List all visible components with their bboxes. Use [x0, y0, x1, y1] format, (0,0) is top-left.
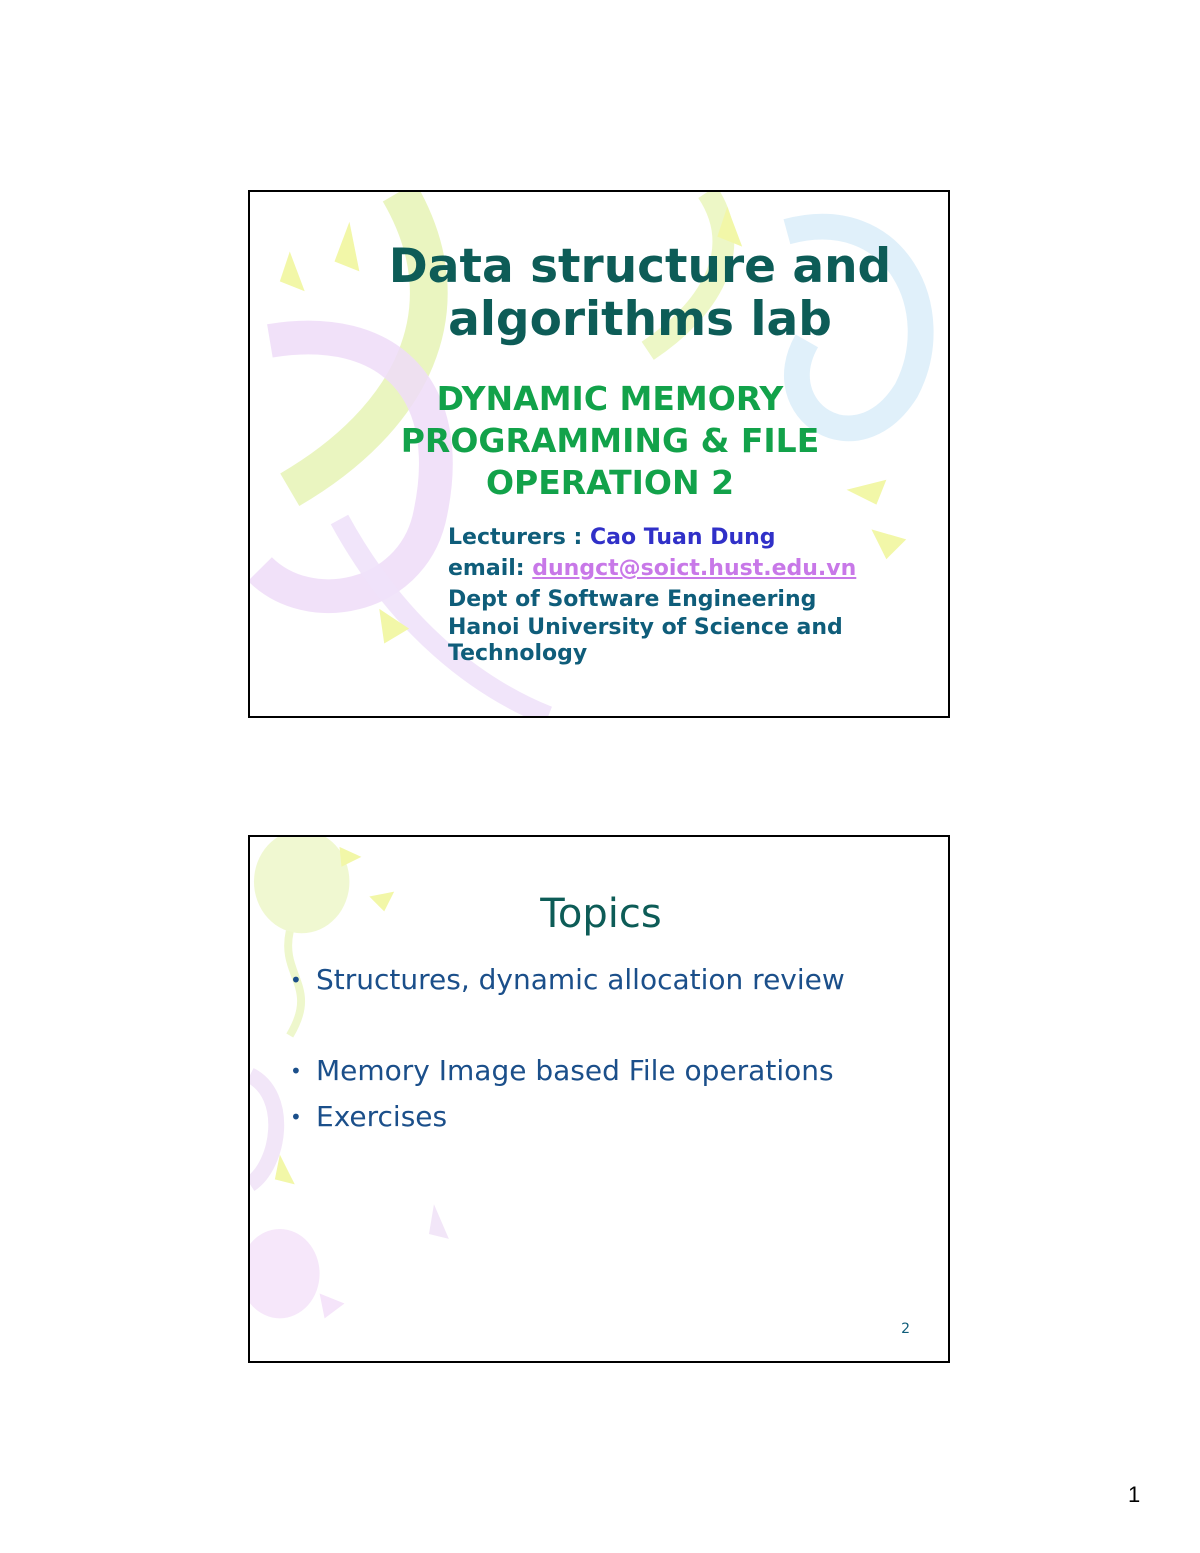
decorative-balloon-background: [250, 837, 449, 1319]
lecturer-name: Cao Tuan Dung: [590, 525, 776, 550]
decorative-ribbon-background: [250, 192, 934, 716]
topics-slide: Topics •Structures, dynamic allocation r…: [248, 835, 950, 1363]
bullet-icon: •: [290, 1059, 302, 1083]
bullet-icon: •: [290, 968, 302, 992]
title-slide: Data structure and algorithms lab DYNAMI…: [248, 190, 950, 718]
list-item: •Structures, dynamic allocation review: [290, 957, 930, 1003]
list-item: •Memory Image based File operations: [290, 1048, 930, 1094]
list-item: •Exercises: [290, 1094, 930, 1140]
lecturer-info: Lecturers : Cao Tuan Dung email: dungct@…: [448, 522, 928, 667]
slide-subtitle: DYNAMIC MEMORY PROGRAMMING & FILE OPERAT…: [400, 379, 820, 502]
topics-list: •Structures, dynamic allocation review •…: [290, 957, 930, 1140]
slide-title: Topics: [540, 891, 662, 937]
university: Hanoi University of Science and Technolo…: [448, 615, 843, 666]
lecturers-label: Lecturers :: [448, 525, 583, 550]
bullet-icon: •: [290, 1105, 302, 1129]
page-number: 1: [1128, 1482, 1141, 1507]
slide-title: Data structure and algorithms lab: [388, 239, 892, 347]
email-label: email:: [448, 556, 525, 581]
email-link[interactable]: dungct@soict.hust.edu.vn: [532, 556, 857, 581]
department: Dept of Software Engineering: [448, 587, 817, 612]
slide-number: 2: [901, 1321, 910, 1337]
